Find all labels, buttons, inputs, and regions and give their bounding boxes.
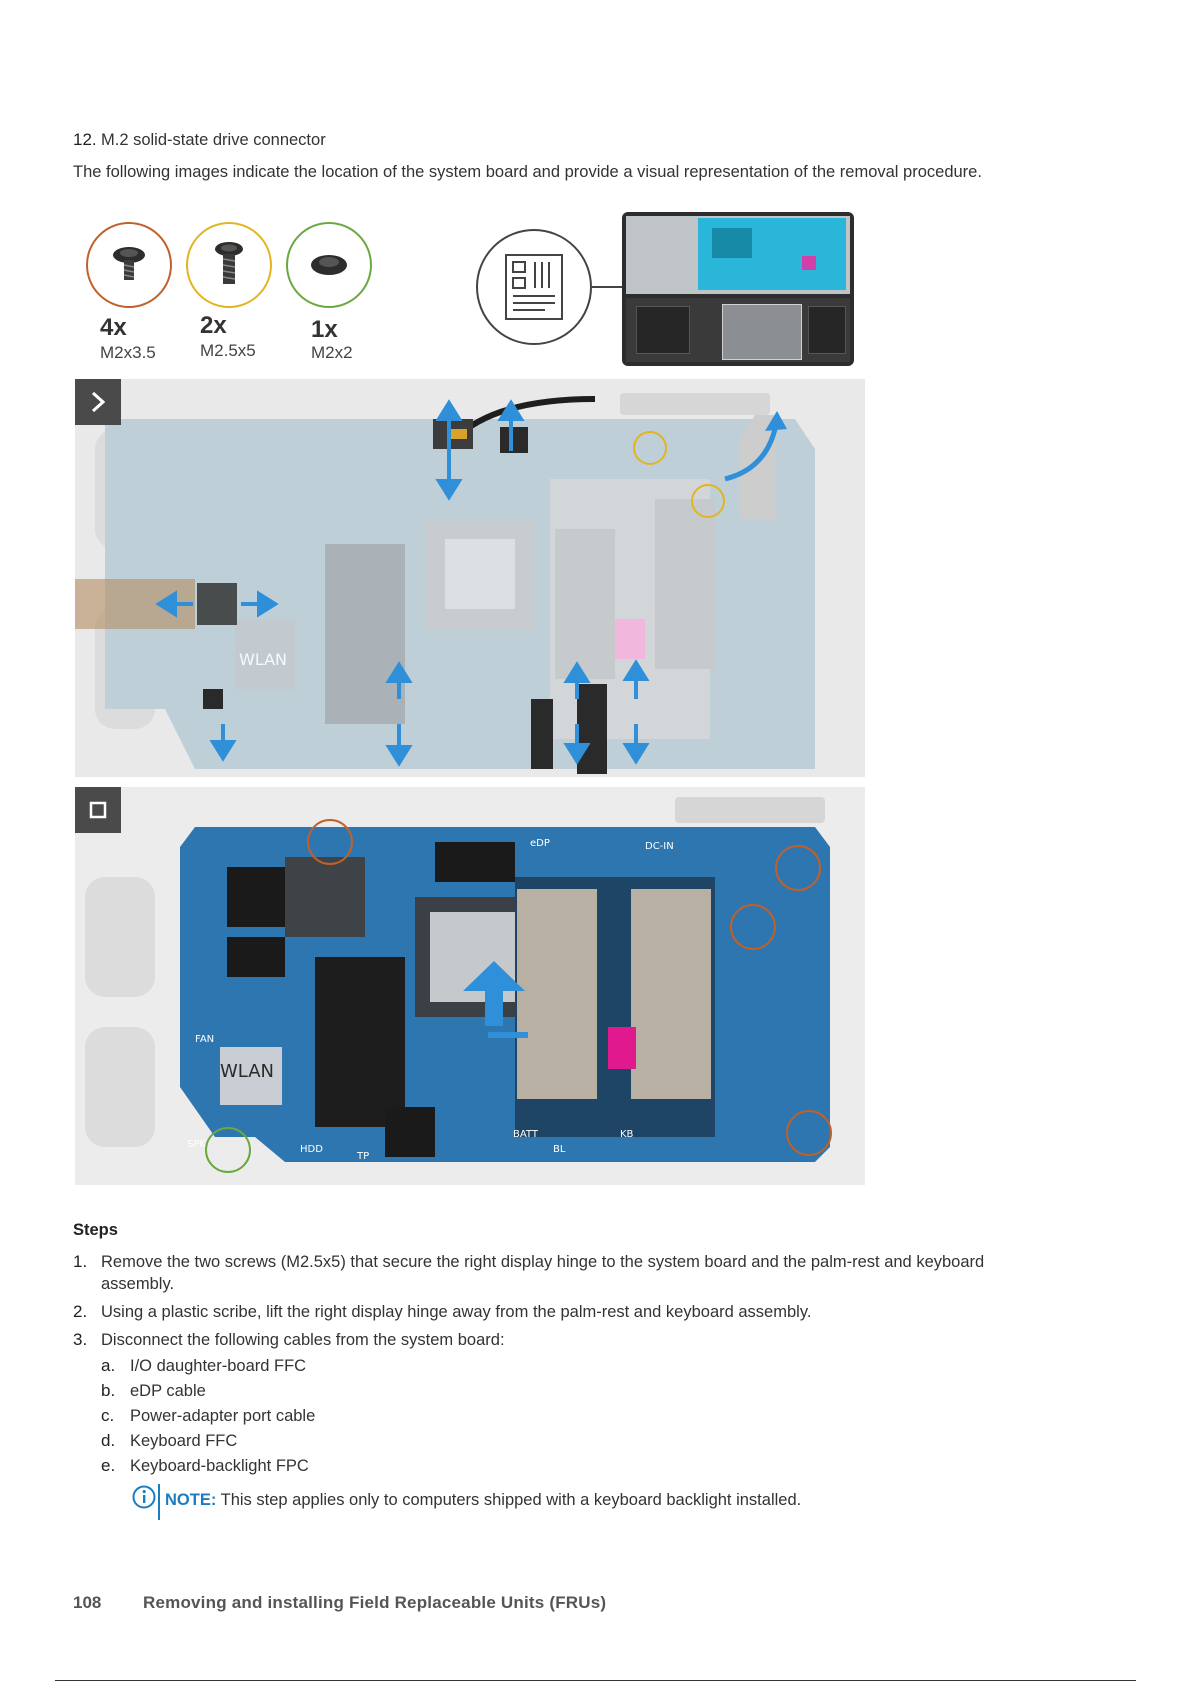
info-icon: [132, 1484, 158, 1510]
svg-text:WLAN: WLAN: [220, 1061, 274, 1082]
screw-size: M2.5x5: [200, 341, 256, 360]
screw-m2x3-5-icon: [86, 222, 172, 308]
board-screw-marker: [786, 1110, 832, 1156]
callout-line: [592, 286, 625, 288]
note-divider: [158, 1484, 160, 1520]
sub-step-text: Keyboard FFC: [130, 1432, 238, 1450]
removal-figure-step-1: WLAN: [75, 379, 865, 777]
wlan-screw-marker: [205, 1127, 251, 1173]
sub-step-letter: d.: [101, 1431, 116, 1450]
note: NOTE: This step applies only to computer…: [165, 1489, 801, 1511]
screw-m2-5x5-icon: [186, 222, 272, 308]
step-number: 3.: [73, 1330, 88, 1349]
screw-count: 1x: [311, 316, 338, 343]
note-text: This step applies only to computers ship…: [220, 1491, 802, 1509]
chapter-title: Removing and installing Field Replaceabl…: [143, 1593, 607, 1612]
screw-size: M2x3.5: [100, 343, 156, 362]
list-item-number: 12.: [73, 130, 97, 149]
svg-text:WLAN: WLAN: [239, 650, 287, 669]
step-text: Disconnect the following cables from the…: [101, 1331, 505, 1349]
removal-figure-step-2: WLAN eDP DC-IN BATT KB BL HDD TP SPK FAN: [75, 787, 865, 1185]
steps-heading: Steps: [73, 1221, 118, 1239]
svg-text:DC-IN: DC-IN: [645, 841, 674, 852]
svg-text:FAN: FAN: [195, 1034, 214, 1045]
step-number: 1.: [73, 1252, 88, 1271]
hinge-screw-marker: [633, 431, 667, 465]
disconnect-arrows: [155, 399, 787, 767]
sub-step-text: eDP cable: [130, 1382, 206, 1400]
svg-text:eDP: eDP: [530, 838, 550, 849]
svg-text:TP: TP: [356, 1151, 369, 1162]
laptop-location-thumbnail: [622, 212, 854, 366]
hinge-screw-marker: [691, 484, 725, 518]
system-board-icon: [476, 229, 592, 345]
svg-text:KB: KB: [620, 1129, 634, 1140]
screw-m2x2-icon: [286, 222, 372, 308]
screw-count: 2x: [200, 312, 227, 339]
sub-step-letter: c.: [101, 1406, 115, 1425]
svg-text:BL: BL: [553, 1144, 566, 1155]
footer-rule: [55, 1680, 1136, 1681]
svg-text:BATT: BATT: [513, 1129, 539, 1140]
svg-text:SPK: SPK: [187, 1139, 206, 1150]
stop-square-icon: [75, 787, 121, 833]
screw-count: 4x: [100, 314, 127, 341]
sub-step-letter: a.: [101, 1356, 116, 1375]
sub-step-text: I/O daughter-board FFC: [130, 1357, 307, 1375]
next-step-chevron-icon: [75, 379, 121, 425]
step-number: 2.: [73, 1302, 88, 1321]
sub-step-letter: b.: [101, 1381, 116, 1400]
step-text: Using a plastic scribe, lift the right d…: [101, 1303, 812, 1321]
svg-text:HDD: HDD: [300, 1144, 323, 1155]
page-number: 108: [73, 1593, 102, 1612]
screw-size: M2x2: [311, 343, 353, 362]
sub-step-text: Power-adapter port cable: [130, 1407, 316, 1425]
list-item-text: M.2 solid-state drive connector: [101, 131, 326, 149]
board-screw-marker: [775, 845, 821, 891]
sub-step-text: Keyboard-backlight FPC: [130, 1457, 309, 1475]
sub-step-letter: e.: [101, 1456, 116, 1475]
intro-paragraph: The following images indicate the locati…: [73, 163, 982, 181]
step-text: Remove the two screws (M2.5x5) that secu…: [101, 1253, 985, 1271]
step-text-continued: assembly.: [101, 1275, 175, 1293]
note-label: NOTE:: [165, 1491, 217, 1509]
board-screw-marker: [730, 904, 776, 950]
board-screw-marker: [307, 819, 353, 865]
